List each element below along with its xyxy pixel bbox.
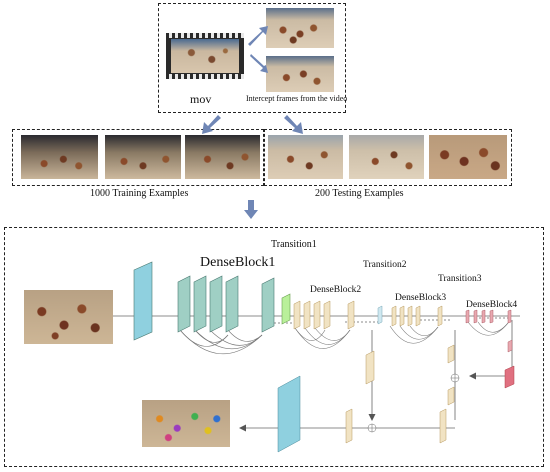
video-label: mov — [190, 92, 212, 106]
testing-label: 200 Testing Examples — [315, 188, 404, 199]
arrow-to-frame-1 — [248, 26, 268, 46]
b3-layer-5 — [437, 305, 443, 327]
testing-image-2 — [349, 135, 424, 179]
decoder-block-e — [345, 408, 353, 444]
transition1-label: Transition1 — [271, 239, 317, 250]
arrow-to-testing — [284, 115, 303, 134]
testing-set-box — [264, 129, 512, 186]
training-set-box — [12, 129, 264, 186]
arc-b2-4 — [294, 327, 326, 341]
video-frame-image — [171, 39, 239, 73]
densenet-box — [4, 227, 544, 467]
arc-b1-4 — [227, 329, 263, 342]
b1-layer-4 — [225, 275, 239, 333]
flow-lines — [113, 315, 520, 432]
training-image-2 — [105, 135, 181, 179]
b2-layer-1 — [293, 300, 301, 330]
arc-b3-3 — [409, 325, 439, 337]
arc-b4-2 — [477, 321, 509, 333]
b4-layer-2 — [473, 309, 478, 324]
output-conv-layer — [277, 375, 301, 453]
denseblock1-label: DenseBlock1 — [200, 255, 276, 270]
input-image — [24, 290, 113, 344]
process-arrows — [202, 26, 303, 219]
intercept-label: Intercept frames from the video — [246, 94, 348, 103]
training-image-3 — [185, 135, 260, 179]
b3-layer-2 — [399, 305, 405, 327]
decoder-block-a — [447, 344, 455, 364]
b3-layer-3 — [407, 305, 413, 327]
b4-layer-3 — [481, 309, 486, 324]
b2-layer-2 — [303, 300, 311, 330]
b4-layer-5 — [507, 309, 512, 324]
b4-layer-4 — [489, 309, 494, 324]
arrow-to-network — [244, 200, 258, 219]
arc-b2-2 — [304, 327, 351, 345]
dense-block-1-layers — [133, 261, 291, 341]
output-image — [142, 400, 230, 447]
training-label: 1000 Training Examples — [90, 188, 189, 199]
decoder-block-c — [365, 350, 375, 385]
b3-layer-4 — [415, 305, 421, 327]
decoder-pink-top — [507, 339, 513, 353]
arc-b1-3 — [209, 329, 263, 346]
b1-layer-2 — [193, 275, 207, 333]
intercepted-frame-1 — [266, 8, 334, 48]
denseblock4-label: DenseBlock4 — [466, 300, 518, 310]
b2-layer-5 — [347, 300, 355, 330]
denseblock2-label: DenseBlock2 — [310, 285, 362, 295]
decoder-pink-bottom — [504, 365, 515, 389]
arc-b1-1 — [179, 329, 263, 355]
transition3-label: Transition3 — [438, 274, 482, 284]
denseblock3-label: DenseBlock3 — [395, 293, 447, 303]
dense-block-3-layers — [391, 305, 443, 327]
b3-layer-1 — [391, 305, 397, 327]
testing-image-3 — [429, 135, 507, 179]
arrow-to-frame-2 — [250, 54, 268, 73]
arrow-to-training — [202, 115, 221, 134]
arc-b1-6 — [194, 329, 229, 343]
transition1-layer — [281, 293, 291, 325]
arc-b2-3 — [314, 327, 351, 341]
b2-layer-3 — [313, 300, 321, 330]
transition2-layer — [377, 305, 383, 325]
dense-block-4-layers — [465, 309, 512, 324]
b1-layer-1 — [177, 275, 191, 333]
input-conv-layer — [133, 261, 153, 341]
testing-image-1 — [268, 135, 343, 179]
intercepted-frame-2 — [266, 56, 334, 92]
decoder-block-b — [447, 386, 455, 406]
transition2-label: Transition2 — [363, 260, 407, 270]
b2-layer-4 — [323, 300, 331, 330]
video-frames-box — [158, 3, 346, 113]
dense-connection-arcs — [179, 321, 509, 355]
decoder-path — [469, 320, 513, 380]
decoder-layers — [277, 339, 515, 453]
training-image-1 — [21, 135, 98, 179]
video-film-strip — [166, 33, 244, 79]
b1-layer-3 — [209, 275, 223, 333]
b4-layer-1 — [465, 309, 470, 324]
b1-layer-5 — [261, 277, 275, 333]
dense-block-2-layers — [293, 300, 383, 330]
decoder-block-d — [439, 408, 447, 444]
